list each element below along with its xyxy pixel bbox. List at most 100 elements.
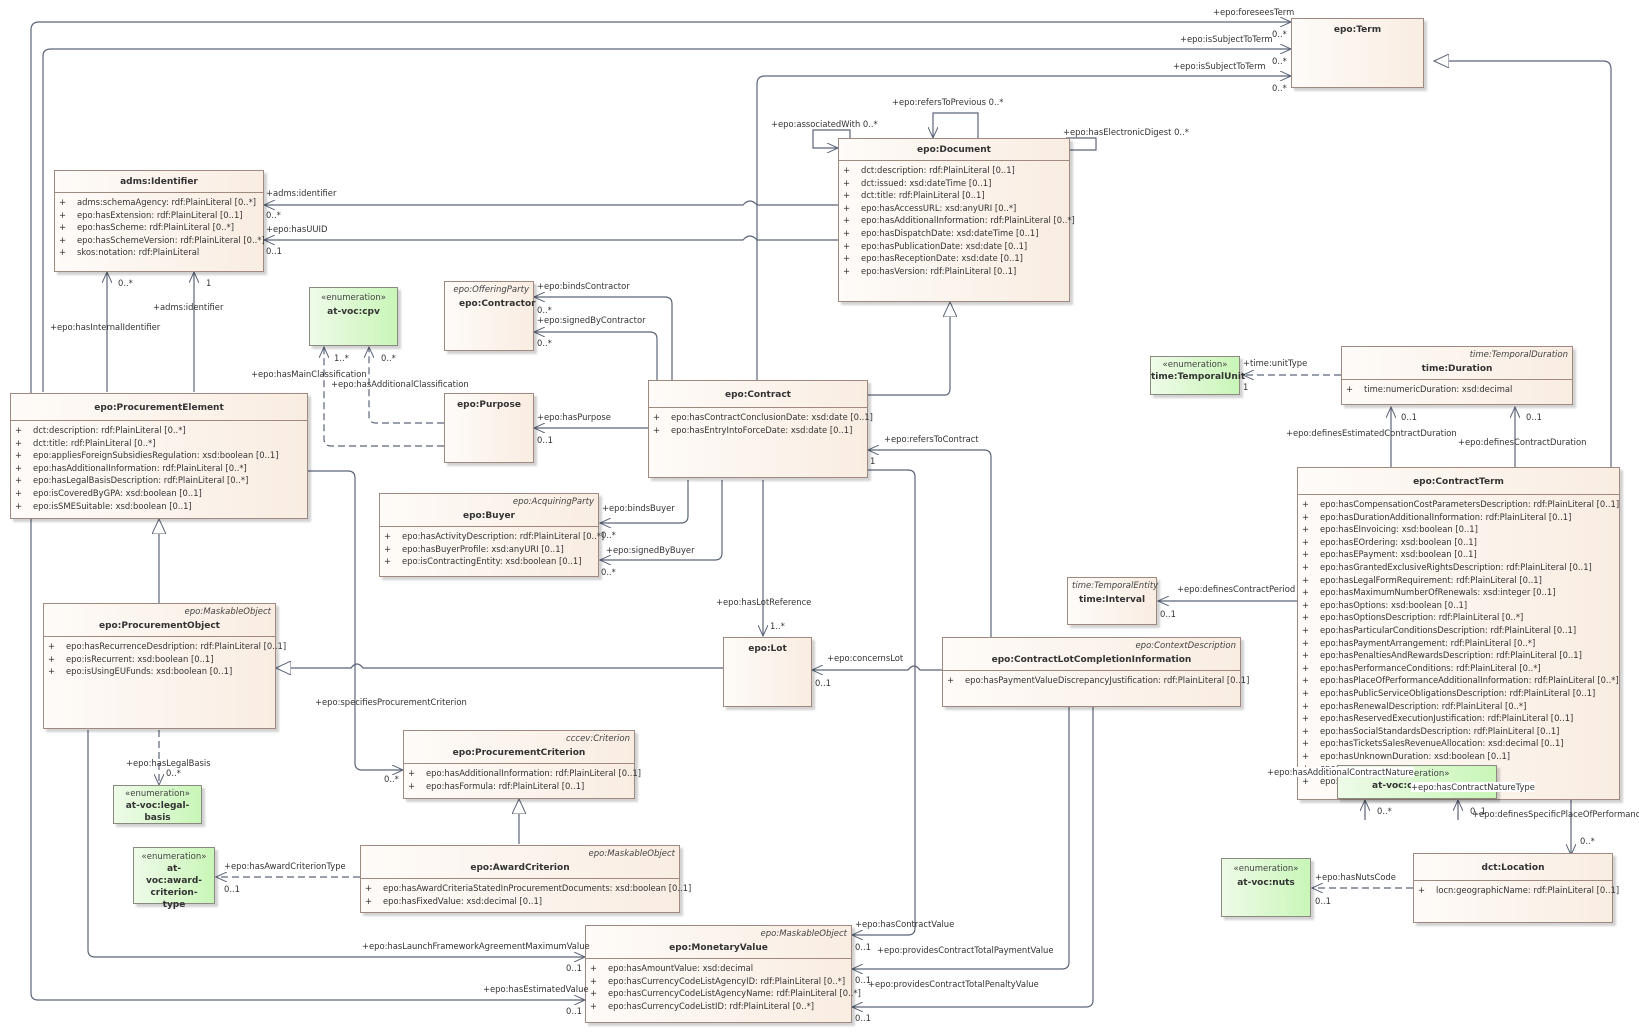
- label-has-estimated-value: +epo:hasEstimatedValue: [483, 984, 589, 994]
- class-contract[interactable]: epo:Contract +epo:hasContractConclusionD…: [648, 380, 873, 478]
- attribute-text: epo:hasPerformanceConditions: rdf:PlainL…: [1320, 662, 1541, 673]
- enum-legal-basis[interactable]: «enumeration» at-voc:legal-basis: [113, 785, 202, 824]
- visibility-marker: +: [48, 641, 56, 651]
- attribute-row: +epo:...: [1302, 775, 1615, 788]
- enum-temporal-unit[interactable]: «enumeration» time:TemporalUnit: [1150, 356, 1245, 395]
- visibility-marker: +: [408, 780, 416, 791]
- label-main-classification: +epo:hasMainClassification: [251, 369, 367, 379]
- mult-term-3: 0..*: [1272, 83, 1287, 93]
- mult-specifies-procurement-criterion: 0..*: [384, 774, 399, 784]
- attribute-row: +epo:hasPlaceOfPerformanceAdditionalInfo…: [1302, 674, 1619, 687]
- assoc-has-electronic-digest: [1066, 137, 1097, 151]
- class-name: epo:AwardCriterion: [470, 863, 570, 873]
- visibility-marker: +: [1418, 885, 1426, 895]
- visibility-marker: +: [408, 768, 416, 778]
- class-contract-term[interactable]: epo:ContractTerm +epo:hasCompensationCos…: [1297, 467, 1620, 800]
- visibility-marker: +: [1302, 587, 1310, 598]
- assoc-specifies-procurement-criterion: [307, 470, 403, 770]
- enum-name: at-voc:award-criterion-type: [145, 864, 203, 910]
- visibility-marker: +: [843, 202, 851, 213]
- attribute-text: epo:hasParticularConditionsDescription: …: [1320, 624, 1577, 635]
- label-signed-by-contractor: +epo:signedByContractor: [537, 315, 646, 325]
- attribute-text: epo:isRecurrent: xsd:boolean [0..1]: [66, 653, 214, 664]
- visibility-marker: +: [59, 197, 67, 207]
- attribute-row: +epo:hasAdditionalInformation: rdf:Plain…: [843, 214, 1075, 227]
- class-lot[interactable]: epo:Lot: [723, 637, 812, 707]
- visibility-marker: +: [843, 190, 851, 201]
- visibility-marker: +: [1302, 561, 1310, 572]
- attribute-list: +epo:hasAmountValue: xsd:decimal + epo:has…: [586, 959, 861, 1016]
- attribute-row: +epo:hasAmountValue: xsd:decimal: [590, 962, 847, 975]
- attribute-text: epo:isSMESuitable: xsd:boolean [0..1]: [33, 500, 192, 511]
- visibility-marker: +: [843, 227, 851, 238]
- class-purpose[interactable]: epo:Purpose: [444, 393, 534, 463]
- attribute-text: epo:hasCurrencyCodeListAgencyName: rdf:P…: [608, 988, 861, 999]
- attribute-row: +epo:hasScheme: rdf:PlainLiteral [0..*]: [59, 221, 259, 234]
- label-defines-specific-place: +epo:definesSpecificPlaceOfPerformance: [1472, 809, 1639, 819]
- class-name: epo:MonetaryValue: [669, 943, 768, 953]
- enum-stereotype: «enumeration»: [1162, 360, 1228, 370]
- mult-has-estimated-value: 0..1: [566, 1006, 582, 1016]
- visibility-marker: +: [843, 215, 851, 226]
- enum-award-criterion-type[interactable]: «enumeration» at-voc:award-criterion-typ…: [133, 847, 215, 910]
- assoc-binds-buyer: [600, 480, 689, 523]
- visibility-marker: +: [384, 556, 392, 567]
- attribute-row: +locn:geographicName: rdf:PlainLiteral […: [1418, 884, 1619, 897]
- attribute-text: epo:hasEInvoicing: xsd:boolean [0..1]: [1320, 524, 1478, 535]
- assoc-refers-to-contract: [868, 450, 992, 637]
- class-name: epo:Purpose: [457, 400, 521, 410]
- mult-term-1: 0..*: [1272, 29, 1287, 39]
- mult-additional-classification: 0..*: [381, 353, 396, 363]
- visibility-marker: +: [653, 412, 661, 422]
- attribute-row: +epo:hasFixedValue: xsd:decimal [0..1]: [365, 895, 675, 908]
- visibility-marker: +: [48, 653, 56, 664]
- attribute-text: epo:hasVersion: rdf:PlainLiteral [0..1]: [861, 265, 1017, 276]
- attribute-text: epo:hasEntryIntoForceDate: xsd:date [0..…: [671, 424, 853, 435]
- attribute-text: epo:hasDurationAdditionalInformation: rd…: [1320, 511, 1572, 522]
- attribute-text: epo:hasPlaceOfPerformanceAdditionalInfor…: [1320, 675, 1619, 686]
- attribute-text: time:numericDuration: xsd:decimal: [1364, 384, 1513, 394]
- attribute-text: epo:hasDispatchDate: xsd:dateTime [0..1]: [861, 227, 1039, 238]
- attribute-row: +epo:hasPaymentArrangement: rdf:PlainLit…: [1302, 637, 1615, 650]
- class-term[interactable]: epo:Term: [1291, 18, 1424, 88]
- class-name: dct:Location: [1481, 863, 1545, 873]
- attribute-row: +epo:hasParticularConditionsDescription:…: [1302, 624, 1615, 637]
- visibility-marker: +: [590, 1000, 598, 1011]
- attribute-text: dct:title: rdf:PlainLiteral [0..1]: [861, 190, 985, 201]
- class-name: epo:Document: [917, 145, 991, 155]
- class-location[interactable]: dct:Location +locn:geographicName: rdf:P…: [1413, 853, 1619, 923]
- attribute-row: +epo:hasPublicServiceObligationsDescript…: [1302, 687, 1615, 700]
- enum-name: at-voc:legal-basis: [125, 801, 190, 823]
- visibility-marker: +: [59, 247, 67, 258]
- assoc-has-launch-fa-max-value: [87, 730, 585, 957]
- enum-nuts[interactable]: «enumeration» at-voc:nuts: [1221, 858, 1311, 917]
- attribute-row: +epo:hasGrantedExclusiveRightsDescriptio…: [1302, 561, 1615, 574]
- attribute-list: +epo:hasCompensationCostParametersDescri…: [1298, 495, 1619, 792]
- label-signed-by-buyer: +epo:signedByBuyer: [606, 545, 695, 555]
- label-additional-classification: +epo:hasAdditionalClassification: [331, 379, 469, 389]
- class-identifier[interactable]: adms:Identifier +adms:schemaAgency: rdf:…: [54, 170, 265, 272]
- class-document[interactable]: epo:Document +dct:description: rdf:Plain…: [838, 138, 1075, 302]
- visibility-marker: +: [843, 165, 851, 175]
- attribute-text: epo:hasLegalBasisDescription: rdf:PlainL…: [33, 475, 249, 486]
- attribute-text: epo:isContractingEntity: xsd:boolean [0.…: [402, 556, 582, 567]
- visibility-marker: +: [384, 531, 392, 541]
- visibility-marker: +: [15, 475, 23, 486]
- class-procurement-element[interactable]: epo:ProcurementElement +dct:description:…: [10, 393, 308, 519]
- attribute-text: epo:hasRenewalDescription: rdf:PlainLite…: [1320, 700, 1527, 711]
- class-stereotype: time:TemporalEntity: [1072, 581, 1159, 591]
- enum-name: at-voc:con: [1372, 781, 1426, 791]
- enum-cpv[interactable]: «enumeration» at-voc:cpv: [309, 287, 398, 346]
- attribute-row: +epo:hasOptionsDescription: rdf:PlainLit…: [1302, 611, 1615, 624]
- assoc-refers-to-previous: [933, 112, 979, 138]
- mult-has-additional-contract-nature: 0..*: [1377, 806, 1392, 816]
